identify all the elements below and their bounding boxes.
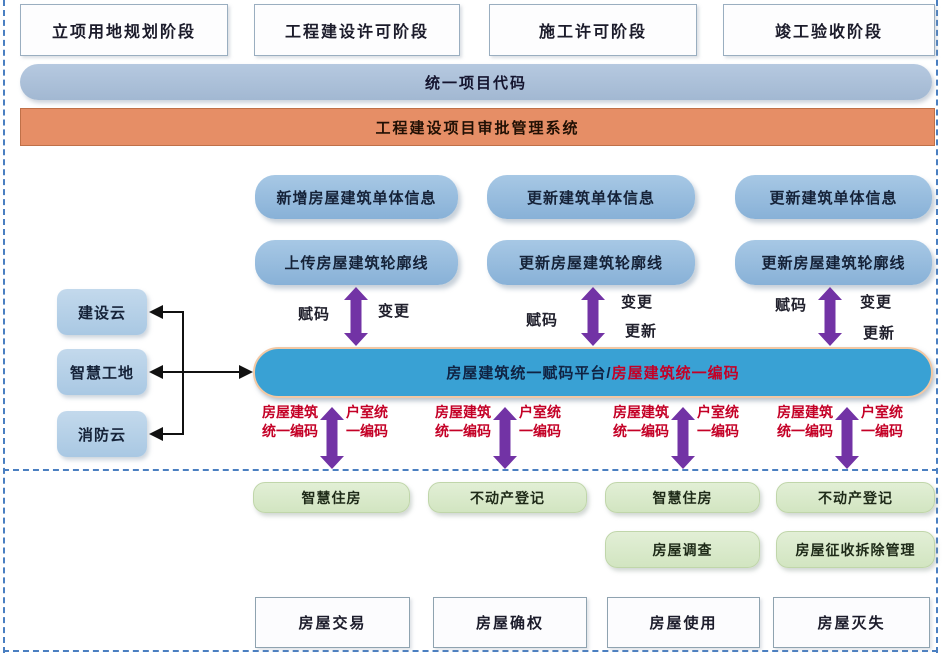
stage-label: 施工许可阶段 — [538, 24, 647, 41]
assign-code-label: 赋码 — [526, 312, 559, 329]
arrowhead-left-icon — [149, 365, 163, 379]
dashed-border-left — [3, 0, 5, 653]
building-info-label: 更新建筑单体信息 — [769, 189, 898, 207]
connector-lines — [160, 311, 241, 435]
outline-box: 更新房屋建筑轮廓线 — [735, 240, 932, 285]
bottom-stage-box-transaction: 房屋交易 — [255, 597, 410, 648]
assign-code-label: 赋码 — [775, 297, 808, 314]
outline-label: 更新房屋建筑轮廓线 — [761, 255, 906, 272]
application-box-expropriation-demolition: 房屋征收拆除管理 — [776, 531, 935, 568]
application-box-smart-housing: 智慧住房 — [253, 482, 410, 513]
source-label: 消防云 — [77, 426, 126, 444]
stage-label: 立项用地规划阶段 — [51, 24, 196, 41]
platform-code-title: 房屋建筑统一编码 — [611, 365, 740, 382]
application-label: 不动产登记 — [818, 489, 893, 506]
source-box-construction-cloud: 建设云 — [57, 289, 147, 335]
change-label: 变更 — [860, 294, 893, 311]
outline-label: 更新房屋建筑轮廓线 — [518, 255, 663, 272]
bottom-stage-box-use: 房屋使用 — [607, 597, 760, 648]
application-box-smart-housing: 智慧住房 — [605, 482, 760, 513]
bottom-stage-label: 房屋使用 — [649, 615, 718, 632]
building-info-box: 新增房屋建筑单体信息 — [255, 175, 458, 219]
dashed-border-right — [936, 0, 938, 653]
stage-box-work-permit: 施工许可阶段 — [489, 4, 697, 56]
assign-code-label: 赋码 — [298, 306, 331, 323]
bottom-stage-label: 房屋灭失 — [817, 615, 886, 632]
bidirectional-arrow-icon — [671, 407, 695, 469]
arrowhead-left-icon — [149, 427, 163, 441]
application-label: 不动产登记 — [470, 489, 545, 506]
arrowhead-left-icon — [149, 305, 163, 319]
stage-box-planning: 立项用地规划阶段 — [20, 4, 228, 56]
dashed-border-bottom — [3, 650, 938, 652]
application-box-housing-survey: 房屋调查 — [605, 531, 760, 568]
unified-project-code-bar: 统一项目代码 — [20, 64, 932, 100]
stage-label: 竣工验收阶段 — [774, 24, 883, 41]
update-label: 更新 — [625, 323, 658, 340]
approval-system-bar: 工程建设项目审批管理系统 — [20, 108, 935, 146]
stage-box-construction-permit: 工程建设许可阶段 — [254, 4, 460, 56]
building-code-label: 房屋建筑统一编码 — [435, 404, 491, 439]
unified-project-code-label: 统一项目代码 — [424, 74, 527, 92]
stage-box-acceptance: 竣工验收阶段 — [723, 4, 935, 56]
bidirectional-arrow-icon — [835, 407, 859, 469]
source-box-fire-cloud: 消防云 — [57, 411, 147, 457]
bottom-stage-label: 房屋交易 — [298, 615, 367, 632]
arrowhead-right-icon — [239, 365, 253, 379]
outline-label: 上传房屋建筑轮廓线 — [284, 255, 429, 272]
application-box-realestate-registration: 不动产登记 — [428, 482, 587, 513]
building-code-label: 房屋建筑统一编码 — [777, 404, 833, 439]
unit-code-label: 户室统一编码 — [697, 404, 739, 439]
building-info-label: 更新建筑单体信息 — [526, 189, 655, 207]
source-label: 智慧工地 — [69, 364, 134, 382]
bidirectional-arrow-icon — [581, 287, 605, 346]
approval-system-label: 工程建设项目审批管理系统 — [375, 119, 580, 137]
building-info-label: 新增房屋建筑单体信息 — [276, 189, 437, 207]
coding-platform-bar: 房屋建筑统一赋码平台/房屋建筑统一编码 — [253, 347, 933, 398]
outline-box: 更新房屋建筑轮廓线 — [487, 240, 695, 285]
source-box-smart-site: 智慧工地 — [57, 349, 147, 395]
change-label: 变更 — [621, 294, 654, 311]
building-code-label: 房屋建筑统一编码 — [262, 404, 318, 439]
bottom-stage-box-loss: 房屋灭失 — [773, 597, 930, 648]
bidirectional-arrow-icon — [818, 287, 842, 346]
application-label: 智慧住房 — [652, 489, 713, 506]
stage-label: 工程建设许可阶段 — [284, 24, 429, 41]
unit-code-label: 户室统一编码 — [519, 404, 561, 439]
bidirectional-arrow-icon — [493, 407, 517, 469]
bidirectional-arrow-icon — [344, 287, 368, 346]
unit-code-label: 户室统一编码 — [346, 404, 388, 439]
building-info-box: 更新建筑单体信息 — [735, 175, 932, 219]
connector-arrowheads — [149, 305, 253, 441]
application-box-realestate-registration: 不动产登记 — [776, 482, 935, 513]
update-label: 更新 — [863, 325, 896, 342]
application-label: 智慧住房 — [301, 489, 362, 506]
building-info-box: 更新建筑单体信息 — [487, 175, 695, 219]
application-label: 房屋调查 — [652, 541, 713, 558]
unit-code-label: 户室统一编码 — [861, 404, 903, 439]
outline-box: 上传房屋建筑轮廓线 — [255, 240, 458, 285]
application-label: 房屋征收拆除管理 — [795, 541, 916, 558]
change-label: 变更 — [378, 303, 411, 320]
bottom-stage-label: 房屋确权 — [475, 615, 544, 632]
bottom-stage-box-ownership: 房屋确权 — [433, 597, 587, 648]
building-code-label: 房屋建筑统一编码 — [613, 404, 669, 439]
platform-title: 房屋建筑统一赋码平台/ — [446, 365, 612, 382]
source-label: 建设云 — [77, 304, 126, 322]
bidirectional-arrow-icon — [320, 407, 344, 469]
dashed-separator — [3, 469, 938, 471]
